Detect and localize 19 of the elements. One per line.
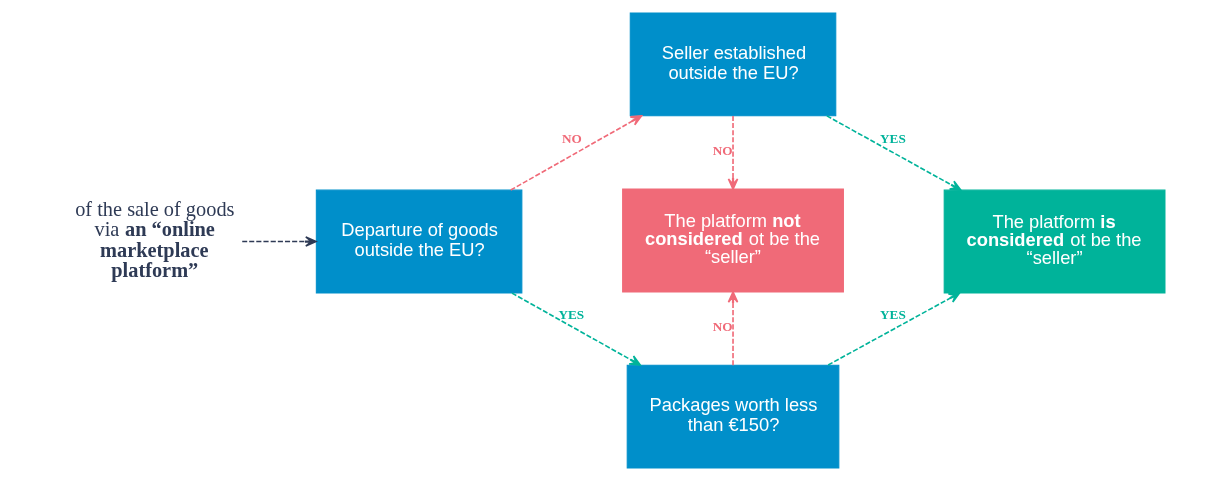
arrow bbox=[511, 291, 642, 366]
node-box: Departure of goods outside the EU? bbox=[315, 189, 523, 293]
node-box: Packages worth less than €150? bbox=[626, 364, 840, 468]
arrow bbox=[241, 235, 317, 247]
arrow bbox=[827, 291, 961, 366]
arrow bbox=[727, 290, 739, 366]
edge-label: YES bbox=[880, 130, 906, 146]
edge-label: YES bbox=[880, 306, 906, 322]
node-text: of the sale of goods via an “online marketplace platform” bbox=[75, 197, 235, 281]
node-box: Seller established outside the EU? bbox=[629, 12, 837, 116]
arrow bbox=[826, 114, 962, 191]
arrow bbox=[509, 114, 643, 191]
edge-label: NO bbox=[712, 142, 733, 158]
edge-label: NO bbox=[562, 130, 582, 146]
node-box: The platform is considered ot be the “seller” bbox=[943, 189, 1166, 293]
edge-label: YES bbox=[558, 306, 585, 322]
edge-label: NO bbox=[712, 318, 733, 334]
arrow bbox=[727, 114, 739, 190]
node-box: The platform not considered ot be the “seller” bbox=[622, 188, 844, 292]
